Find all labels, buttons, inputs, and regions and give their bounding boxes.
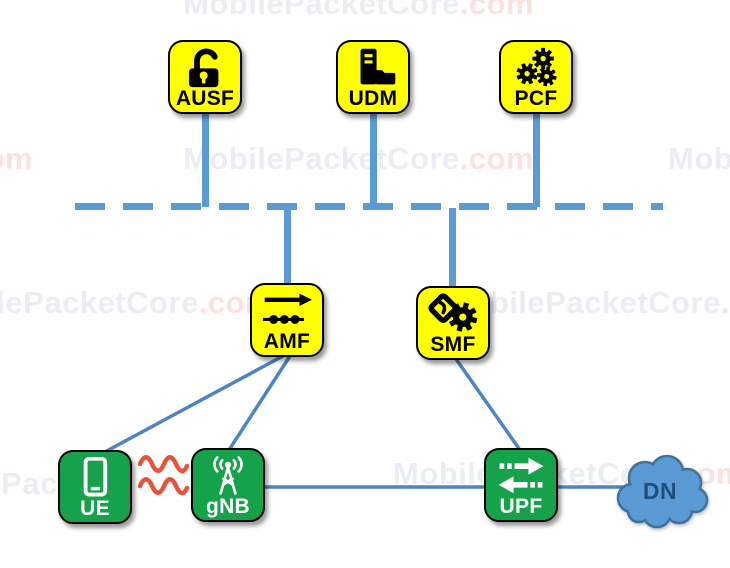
node-label: gNB: [205, 495, 251, 518]
node-label: SMF: [430, 333, 476, 356]
service-bus-dashed-line: [75, 203, 663, 210]
pcf-bus-connector: [533, 112, 540, 207]
watermark-text: MobilePacketCore: [444, 285, 721, 320]
watermark: MobilePacketCore.com: [0, 285, 273, 321]
amf-bus-connector: [284, 206, 291, 286]
watermark-text: MobilePacketCore: [0, 285, 199, 320]
node-dn: DN: [610, 448, 710, 534]
udm-bus-connector: [370, 112, 377, 207]
node-pcf: PCF: [499, 40, 573, 114]
node-label: UPF: [499, 495, 543, 518]
smartphone-icon: [83, 457, 108, 497]
node-label: UE: [80, 497, 110, 520]
watermark: MobilePacketCore.com: [183, 141, 534, 177]
watermark-fragment: MobilePacketCore.com: [0, 141, 40, 177]
watermark: MobilePacketCore.com: [668, 141, 730, 177]
smf-bus-connector: [449, 208, 456, 289]
watermark: MobilePacketCore.com: [0, 141, 40, 181]
node-label: UDM: [348, 87, 398, 110]
node-gnb: gNB: [191, 448, 265, 522]
watermark-suffix: .com: [0, 141, 34, 176]
bidirectional-arrows-icon: [498, 457, 544, 494]
cloud-shape: [616, 454, 709, 529]
link-amf-ue: [102, 354, 284, 455]
node-label: AUSF: [175, 87, 235, 110]
node-label: DN: [642, 478, 678, 504]
watermark-suffix: .com: [459, 0, 535, 21]
watermark-suffix: .com: [459, 141, 535, 176]
node-ausf: AUSF: [168, 40, 242, 114]
link-amf-gnb: [227, 355, 292, 451]
node-ue: UE: [58, 450, 132, 524]
watermark: MobilePacketCore.com: [444, 285, 730, 321]
ausf-bus-connector: [202, 112, 209, 207]
radio-wave-icon: [137, 477, 190, 496]
watermark-text: MobilePacketCore: [0, 466, 56, 501]
watermark: MobilePacketCore.com: [183, 0, 534, 22]
mobility-arrow-dots-icon: [262, 293, 312, 324]
watermark: MobilePacketCore.com: [0, 466, 56, 506]
three-gears-icon: [513, 47, 559, 88]
server-folder-icon: [360, 48, 396, 85]
radio-wave-icon: [137, 455, 190, 474]
link-smf-upf: [454, 357, 522, 452]
node-amf: AMF: [250, 283, 324, 357]
node-udm: UDM: [336, 40, 410, 114]
open-padlock-icon: [188, 48, 219, 88]
watermark-text: MobilePacketCore: [668, 141, 730, 176]
watermark-text: MobilePacketCore: [183, 141, 460, 176]
gear-tag-icon: [428, 293, 481, 334]
node-label: AMF: [263, 330, 311, 353]
watermark-text: MobilePacketCore: [183, 0, 460, 21]
node-label: PCF: [514, 87, 558, 110]
node-smf: SMF: [416, 286, 490, 360]
watermark-suffix: .com: [720, 285, 730, 320]
antenna-tower-icon: [213, 456, 243, 495]
node-upf: UPF: [484, 448, 558, 522]
watermark-fragment: MobilePacketCore.com: [0, 466, 56, 502]
